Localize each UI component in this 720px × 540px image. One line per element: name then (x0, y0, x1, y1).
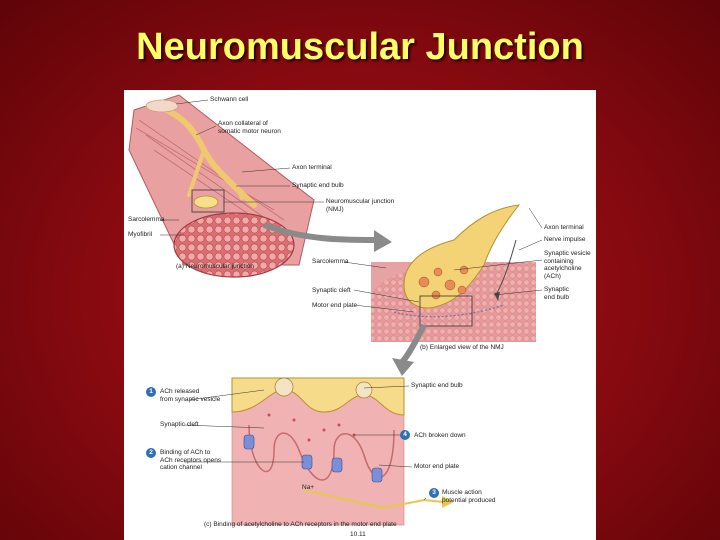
label-sarcolemma-b: Sarcolemma (312, 258, 349, 265)
label-synaptic-cleft-b: Synaptic cleft (312, 287, 351, 294)
step-1-text: ACh released from synaptic vesicle (160, 388, 221, 403)
label-synaptic-vesicle: Synaptic vesicle containing acetylcholin… (544, 250, 591, 280)
step-4-text: ACh broken down (414, 432, 466, 439)
caption-c: (c) Binding of acetylcholine to ACh rece… (204, 521, 397, 528)
step-2-text: Binding of ACh to ACh receptors opens ca… (160, 449, 222, 471)
panel-a-leaders (160, 99, 324, 236)
panel-c-binding (231, 377, 454, 526)
label-motor-end-plate-c: Motor end plate (414, 463, 460, 470)
nmj-illustration (128, 94, 543, 526)
slide-title: Neuromuscular Junction (136, 26, 584, 68)
label-sodium-ion: Na+ (302, 484, 315, 491)
step-1-badge: 1 (146, 387, 156, 397)
label-axon-terminal-b: Axon terminal (544, 224, 584, 231)
panel-c-leaders (183, 385, 427, 501)
panel-b-nmj (371, 204, 536, 342)
label-synaptic-end-bulb-c: Synaptic end bulb (411, 382, 463, 389)
panel-b-leaders (343, 207, 543, 313)
step-3-text: Muscle action potential produced (442, 489, 496, 504)
step-3-badge: 3 (429, 488, 439, 498)
label-synaptic-end-bulb-b: Synaptic end bulb (544, 286, 569, 301)
caption-a: (a) Neuromuscular junction (176, 263, 255, 270)
label-axon-terminal-a: Axon terminal (292, 164, 332, 171)
nmj-figure: Schwann cell Axon collateral of somatic … (124, 90, 596, 540)
label-schwann-cell: Schwann cell (210, 96, 249, 103)
label-nerve-impulse: Nerve impulse (544, 236, 586, 243)
label-axon-collateral: Axon collateral of somatic motor neuron (218, 120, 281, 135)
label-myofibril: Myofibril (128, 231, 153, 238)
label-synaptic-end-bulb-a: Synaptic end bulb (292, 182, 344, 189)
caption-b: (b) Enlarged view of the NMJ (420, 344, 504, 351)
label-synaptic-cleft-c: Synaptic cleft (160, 421, 199, 428)
step-2-badge: 2 (146, 448, 156, 458)
panel-a-muscle (128, 94, 315, 278)
figure-number: 10.11 (350, 531, 366, 538)
step-4-badge: 4 (400, 430, 410, 440)
label-nmj: Neuromuscular junction (NMJ) (326, 198, 395, 213)
label-motor-end-plate-b: Motor end plate (312, 302, 358, 309)
label-sarcolemma-a: Sarcolemma (128, 216, 165, 223)
